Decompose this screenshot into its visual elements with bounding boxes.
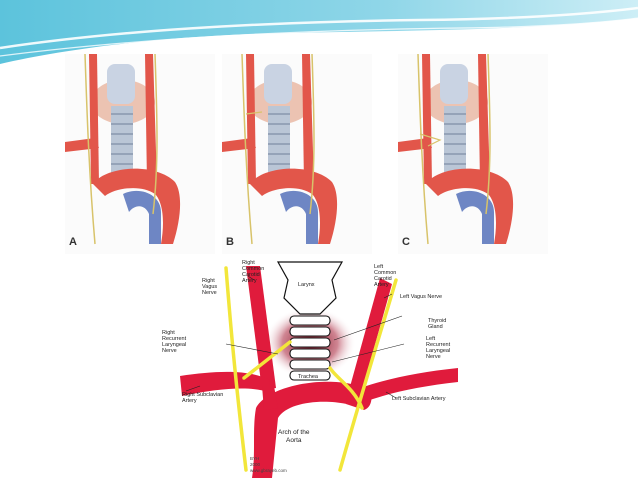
svg-text:Right: Right — [162, 330, 175, 336]
larynx-shape — [276, 261, 344, 315]
panel-letter-c: C — [402, 236, 410, 248]
label-arch-2: Aorta — [286, 437, 302, 444]
svg-text:Carotid: Carotid — [242, 272, 260, 278]
nerves — [224, 266, 398, 472]
neck-anatomy-illustration-c — [398, 54, 514, 245]
credit-2: 2000 — [250, 462, 261, 467]
panel-a: A — [65, 54, 215, 254]
label-left-recurrent-1: Left — [426, 336, 436, 342]
svg-text:Artery: Artery — [182, 398, 197, 404]
label-larynx: Larynx — [298, 282, 315, 288]
svg-text:Gland: Gland — [428, 324, 443, 330]
label-right-common-carotid-1: Right — [242, 260, 255, 266]
label-left-vagus: Left Vagus Nerve — [400, 294, 442, 300]
label-left-recurrent-4: Nerve — [426, 354, 441, 360]
label-right-vagus-2: Vagus — [202, 284, 217, 290]
svg-text:Recurrent: Recurrent — [426, 342, 451, 348]
label-left-common-carotid-2: Common — [374, 270, 396, 276]
credit-1: BYH — [250, 456, 259, 461]
label-thyroid-2: Gland — [428, 324, 443, 330]
label-right-vagus-3: Nerve — [202, 290, 217, 296]
label-right-subclavian-1: Right Subclavian — [182, 392, 223, 398]
label-right-subclavian-2: Artery — [182, 398, 197, 404]
label-right-recurrent-3: Laryngeal — [162, 342, 186, 348]
label-arch-1: Arch of the — [278, 429, 310, 436]
credit-3: www.gbrayeb.com — [250, 468, 287, 473]
svg-text:Nerve: Nerve — [162, 348, 177, 354]
svg-text:Common: Common — [242, 266, 264, 272]
recurrent-laryngeal-nerve-diagram: Right Common Carotid Artery Left Common … — [160, 258, 460, 478]
svg-text:Aorta: Aorta — [286, 437, 302, 444]
svg-text:Recurrent: Recurrent — [162, 336, 187, 342]
label-left-subclavian: Left Subclavian Artery — [392, 396, 446, 402]
svg-text:2000: 2000 — [250, 462, 261, 467]
panel-c: C — [398, 54, 548, 254]
svg-text:Left: Left — [426, 336, 436, 342]
label-left-recurrent-3: Laryngeal — [426, 348, 450, 354]
panel-letter-a: A — [69, 236, 77, 248]
label-right-common-carotid-4: Artery — [242, 278, 257, 284]
svg-text:Arch of the: Arch of the — [278, 429, 310, 436]
panel-letter-b: B — [226, 236, 234, 248]
neck-anatomy-illustration-b — [222, 54, 338, 245]
label-right-recurrent-1: Right — [162, 330, 175, 336]
svg-text:Nerve: Nerve — [202, 290, 217, 296]
diagram-svg: Right Common Carotid Artery Left Common … — [162, 260, 458, 478]
label-right-common-carotid-2: Common — [242, 266, 264, 272]
svg-text:Right Subclavian: Right Subclavian — [182, 392, 223, 398]
svg-text:Left: Left — [374, 264, 384, 270]
svg-text:BYH: BYH — [250, 456, 259, 461]
panel-b: B — [222, 54, 372, 254]
label-right-vagus-1: Right — [202, 278, 215, 284]
svg-text:Vagus: Vagus — [202, 284, 217, 290]
svg-text:Carotid: Carotid — [374, 276, 392, 282]
svg-text:Laryngeal: Laryngeal — [162, 342, 186, 348]
svg-text:Nerve: Nerve — [426, 354, 441, 360]
label-left-common-carotid-1: Left — [374, 264, 384, 270]
svg-text:Right: Right — [242, 260, 255, 266]
label-right-common-carotid-3: Carotid — [242, 272, 260, 278]
svg-text:www.gbrayeb.com: www.gbrayeb.com — [250, 468, 287, 473]
label-trachea: Trachea — [298, 374, 319, 380]
label-left-common-carotid-3: Carotid — [374, 276, 392, 282]
banner-swoosh — [0, 0, 638, 64]
label-thyroid-1: Thyroid — [428, 318, 446, 324]
label-left-common-carotid-4: Artery — [374, 282, 389, 288]
label-left-recurrent-2: Recurrent — [426, 342, 451, 348]
svg-text:Laryngeal: Laryngeal — [426, 348, 450, 354]
svg-text:Common: Common — [374, 270, 396, 276]
svg-text:Artery: Artery — [242, 278, 257, 284]
trachea-rings — [289, 315, 331, 381]
neck-anatomy-illustration-a — [65, 54, 181, 245]
svg-text:Artery: Artery — [374, 282, 389, 288]
svg-text:Right: Right — [202, 278, 215, 284]
label-right-recurrent-2: Recurrent — [162, 336, 187, 342]
label-right-recurrent-4: Nerve — [162, 348, 177, 354]
svg-text:Thyroid: Thyroid — [428, 318, 446, 324]
